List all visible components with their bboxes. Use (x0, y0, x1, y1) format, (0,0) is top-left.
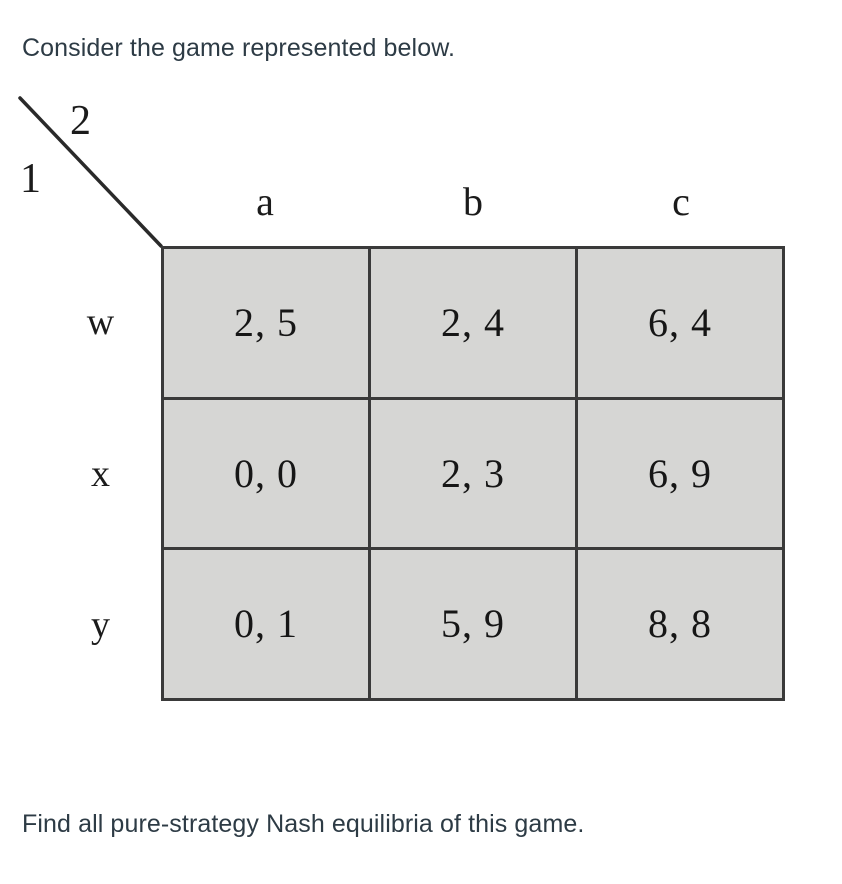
row-header-y: y (91, 604, 110, 647)
payoff-cell-y-b: 5, 9 (371, 550, 578, 699)
payoff-cell-x-b: 2, 3 (371, 399, 578, 548)
column-header-c: c (672, 179, 690, 224)
table-row: 2, 5 2, 4 6, 4 (164, 249, 782, 400)
payoff-cell-w-c: 6, 4 (578, 249, 782, 397)
row-header-w: w (86, 300, 115, 343)
diagonal-divider-icon (18, 96, 163, 248)
payoff-cell-x-c: 6, 9 (578, 399, 782, 548)
intro-text: Consider the game represented below. (22, 34, 456, 62)
payoff-cell-y-c: 8, 8 (578, 550, 782, 699)
matrix-corner-header: 2 1 (10, 90, 180, 255)
payoff-cell-y-a: 0, 1 (164, 550, 371, 699)
payoff-cell-w-a: 2, 5 (164, 249, 371, 397)
column-header-b: b (463, 179, 483, 224)
payoff-cell-x-a: 0, 0 (164, 399, 371, 548)
payoff-matrix: 2 1 a b c w x y 2, 5 2, 4 6, 4 0, 0 2, 3… (0, 90, 842, 710)
row-player-label: 1 (20, 156, 41, 202)
table-row: 0, 1 5, 9 8, 8 (164, 550, 782, 699)
row-headers: w x y (40, 246, 161, 701)
column-headers: a b c (161, 158, 785, 246)
column-player-label: 2 (70, 98, 91, 144)
payoff-grid: 2, 5 2, 4 6, 4 0, 0 2, 3 6, 9 0, 1 5, 9 … (161, 246, 785, 701)
question-text: Find all pure-strategy Nash equilibria o… (22, 810, 585, 838)
table-row: 0, 0 2, 3 6, 9 (164, 399, 782, 551)
row-header-x: x (91, 452, 110, 495)
column-header-a: a (256, 179, 274, 224)
payoff-cell-w-b: 2, 4 (371, 249, 578, 397)
